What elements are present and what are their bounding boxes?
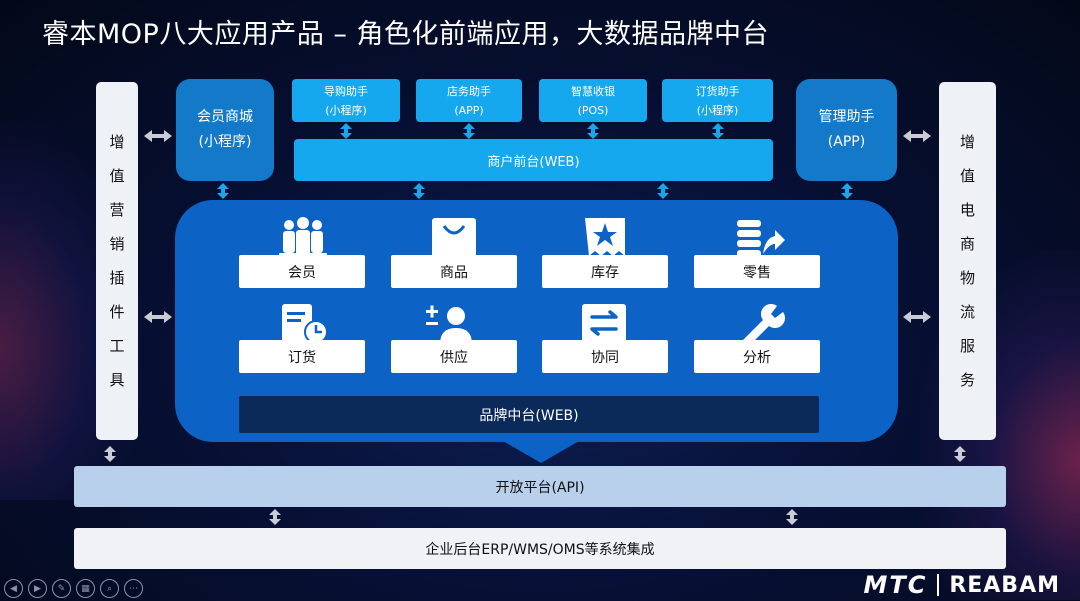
slideshow-controls: ◀ ▶ ✎ ▦ ⌕ ⋯ (4, 579, 143, 598)
shopping-bag-icon (432, 218, 476, 258)
app-label: 智慧收银 (571, 84, 615, 98)
slides-grid-icon[interactable]: ▦ (76, 579, 95, 598)
arrow-h (144, 311, 172, 323)
prev-slide-icon[interactable]: ◀ (4, 579, 23, 598)
left-bar-char: 增 (109, 133, 125, 151)
company-logo: MTC REABAM (863, 571, 1060, 599)
right-bar-char: 商 (959, 235, 975, 253)
arrow-v (217, 183, 229, 199)
mgmt-assistant-sub: (APP) (827, 134, 866, 150)
brand-center-notch (503, 441, 579, 463)
right-bar-char: 服 (959, 337, 975, 355)
app-box-guide-assistant: 导购助手 (小程序) (292, 79, 400, 122)
arrow-v (587, 123, 599, 139)
arrow-v (269, 509, 281, 525)
logo-separator (937, 574, 940, 596)
more-options-icon[interactable]: ⋯ (124, 579, 143, 598)
app-sub: (小程序) (325, 103, 367, 117)
open-platform-bar: 开放平台(API) (74, 466, 1006, 507)
brand-center-bar: 品牌中台(WEB) (239, 396, 819, 433)
member-mall-box: 会员商城 (小程序) (176, 79, 274, 181)
module-inventory: 库存 (542, 255, 668, 288)
left-bar-char: 件 (109, 303, 125, 321)
sync-arrows-icon (582, 304, 626, 342)
left-vertical-bar: 增 值 营 销 插 件 工 具 (96, 82, 138, 440)
arrow-v (954, 446, 966, 462)
module-retail: 零售 (694, 255, 820, 288)
order-document-icon (282, 304, 328, 344)
arrow-v (786, 509, 798, 525)
pen-icon[interactable]: ✎ (52, 579, 71, 598)
module-analysis: 分析 (694, 340, 820, 373)
module-ordering: 订货 (239, 340, 365, 373)
arrow-h (144, 130, 172, 142)
app-box-store-assistant: 店务助手 (APP) (416, 79, 522, 122)
left-bar-char: 工 (109, 337, 125, 355)
module-members: 会员 (239, 255, 365, 288)
right-bar-char: 增 (959, 133, 975, 151)
slide-title: 睿本MOP八大应用产品 – 角色化前端应用，大数据品牌中台 (42, 19, 769, 50)
left-bar-char: 值 (109, 167, 125, 185)
app-sub: (小程序) (696, 103, 739, 117)
app-box-order-assistant: 订货助手 (小程序) (662, 79, 773, 122)
app-box-smart-pos: 智慧收银 (POS) (539, 79, 647, 122)
arrow-v (413, 183, 425, 199)
left-bar-char: 具 (109, 371, 125, 389)
right-bar-char: 流 (959, 303, 975, 321)
right-bar-char: 物 (959, 269, 975, 287)
erp-integration-bar: 企业后台ERP/WMS/OMS等系统集成 (74, 528, 1006, 569)
module-goods: 商品 (391, 255, 517, 288)
arrow-v (712, 123, 724, 139)
mgmt-assistant-label: 管理助手 (818, 109, 875, 125)
module-collaboration: 协同 (542, 340, 668, 373)
arrow-v (841, 183, 853, 199)
arrow-v (104, 446, 116, 462)
logo-mtc: MTC (863, 571, 928, 599)
zoom-icon[interactable]: ⌕ (100, 579, 119, 598)
app-sub: (POS) (577, 103, 609, 117)
app-label: 导购助手 (324, 84, 368, 98)
left-bar-char: 销 (109, 235, 125, 253)
member-mall-label: 会员商城 (197, 109, 253, 125)
arrow-v (340, 123, 352, 139)
wrench-icon (741, 304, 785, 346)
right-vertical-bar: 增 值 电 商 物 流 服 务 (939, 82, 996, 440)
next-slide-icon[interactable]: ▶ (28, 579, 47, 598)
mgmt-assistant-box: 管理助手 (APP) (796, 79, 897, 181)
right-bar-char: 值 (959, 167, 975, 185)
app-sub: (APP) (454, 103, 484, 117)
arrow-h (903, 130, 931, 142)
logo-reabam: REABAM (949, 572, 1060, 598)
arrow-v (657, 183, 669, 199)
star-badge-icon (585, 218, 625, 256)
left-bar-char: 插 (109, 269, 125, 287)
member-mall-sub: (小程序) (198, 134, 252, 150)
merchant-front-box: 商户前台(WEB) (294, 139, 773, 181)
right-bar-char: 务 (959, 371, 975, 389)
app-label: 店务助手 (447, 84, 491, 98)
arrow-v (463, 123, 475, 139)
app-label: 订货助手 (695, 84, 740, 98)
arrow-h (903, 311, 931, 323)
module-supply: 供应 (391, 340, 517, 373)
left-bar-char: 营 (109, 201, 125, 219)
right-bar-char: 电 (959, 201, 975, 219)
